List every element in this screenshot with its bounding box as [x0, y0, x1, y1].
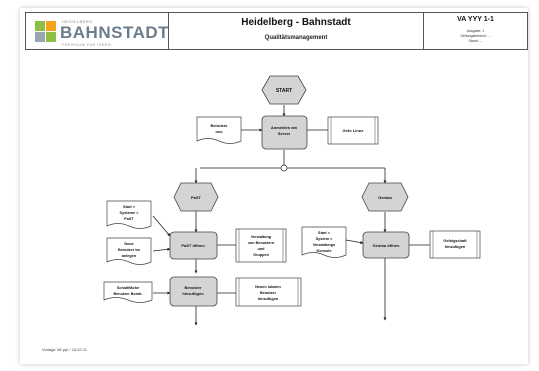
logo-tagline: FREIRAUM FÜR IDEEN: [62, 42, 111, 47]
start-event: START: [261, 75, 307, 105]
doc-benutzer-neu: Benutzer neu: [196, 116, 242, 144]
svg-text:Schaltfläche: Schaltfläche: [117, 286, 139, 290]
svg-text:Systeme >: Systeme >: [120, 211, 140, 215]
svg-text:Server: Server: [278, 131, 291, 136]
svg-text:Verwaltungs: Verwaltungs: [313, 243, 335, 247]
svg-text:hinzufügen: hinzufügen: [182, 291, 204, 296]
svg-text:hinzufügen: hinzufügen: [445, 245, 466, 249]
document-meta-3: Stand: ...: [468, 39, 483, 43]
document-header: HEIDELBERG BAHNSTADT FREIRAUM FÜR IDEEN …: [25, 12, 528, 50]
svg-text:anlegen: anlegen: [122, 254, 137, 258]
svg-text:Benutzer bn: Benutzer bn: [118, 248, 141, 252]
start-label: START: [276, 88, 292, 94]
svg-text:Gruppen: Gruppen: [253, 253, 270, 257]
svg-text:Benutzer: Benutzer: [184, 285, 202, 290]
document-meta-1: Ausgabe: 1: [466, 29, 485, 33]
svg-text:PaST öffnen: PaST öffnen: [181, 243, 205, 248]
svg-text:Anmelden am: Anmelden am: [271, 125, 298, 130]
id-cell: VA YYY 1-1 Ausgabe: 1 Geltungsbereich: .…: [424, 13, 527, 49]
svg-text:System >: System >: [316, 237, 334, 241]
svg-text:PaST: PaST: [124, 217, 134, 221]
svg-text:Benutzer Bearb.: Benutzer Bearb.: [113, 292, 142, 296]
svg-text:Neue: Neue: [124, 242, 133, 246]
svg-text:Neuen lokalen: Neuen lokalen: [255, 285, 281, 289]
event-gemba: Gemba: [361, 182, 409, 212]
svg-text:PaST: PaST: [191, 195, 202, 200]
svg-text:Start >: Start >: [318, 231, 331, 235]
task-benutzer-hinzufuegen: Benutzer hinzufügen: [169, 276, 218, 307]
svg-text:Gemba: Gemba: [378, 195, 392, 200]
svg-text:und: und: [258, 247, 266, 251]
system-verwaltung: Verwaltung von Benutzern und Gruppen: [235, 228, 287, 263]
footer-note: Vorlage VA.ppt / 15.02.11: [42, 347, 87, 352]
svg-text:Konsole: Konsole: [317, 249, 332, 253]
title-cell: Heidelberg - Bahnstadt Qualitätsmanageme…: [169, 13, 424, 49]
event-past: PaST: [173, 182, 219, 212]
svg-text:von Benutzern: von Benutzern: [248, 241, 275, 245]
svg-text:Gefo Linux: Gefo Linux: [343, 128, 365, 133]
doc-start-system-konsole: Start > System > Verwaltungs Konsole: [301, 226, 347, 258]
document-id: VA YYY 1-1: [457, 16, 494, 23]
system-gefo-linux: Gefo Linux: [327, 116, 379, 145]
document-meta-2: Geltungsbereich: ...: [460, 34, 491, 38]
task-past-oeffnen: PaST öffnen: [169, 231, 218, 260]
bahnstadt-logo-mark: [35, 21, 57, 43]
svg-text:Benutzer: Benutzer: [260, 291, 277, 295]
svg-text:Gemba öffnen: Gemba öffnen: [373, 243, 400, 248]
document-title: Heidelberg - Bahnstadt: [241, 17, 351, 28]
svg-text:Verwaltung: Verwaltung: [251, 235, 272, 239]
svg-text:Start >: Start >: [123, 205, 136, 209]
logo-text-small: HEIDELBERG: [62, 19, 93, 24]
system-gemba-result: Gefolgschaft hinzufügen: [429, 230, 481, 259]
svg-text:hinzufügen: hinzufügen: [258, 297, 279, 301]
task-anmelden-server: Anmelden am Server: [261, 115, 308, 150]
svg-text:neu: neu: [215, 129, 223, 134]
svg-text:Benutzer: Benutzer: [210, 123, 228, 128]
document-subtitle: Qualitätsmanagement: [264, 35, 328, 41]
doc-start-systeme-past: Start > Systeme > PaST: [106, 200, 152, 229]
connector-junction: [280, 164, 288, 172]
task-gemba-oeffnen: Gemba öffnen: [362, 231, 410, 259]
doc-schaltflaeche: Schaltfläche Benutzer Bearb.: [103, 281, 153, 303]
system-neuen-lokalen-benutzer: Neuen lokalen Benutzer hinzufügen: [235, 277, 302, 307]
doc-neue-benutzer-anlegen: Neue Benutzer bn anlegen: [106, 237, 152, 265]
logo-cell: HEIDELBERG BAHNSTADT FREIRAUM FÜR IDEEN: [26, 13, 169, 49]
logo-text-main: BAHNSTADT: [60, 23, 170, 42]
connectors: [152, 105, 430, 326]
svg-text:Gefolgschaft: Gefolgschaft: [443, 239, 467, 243]
